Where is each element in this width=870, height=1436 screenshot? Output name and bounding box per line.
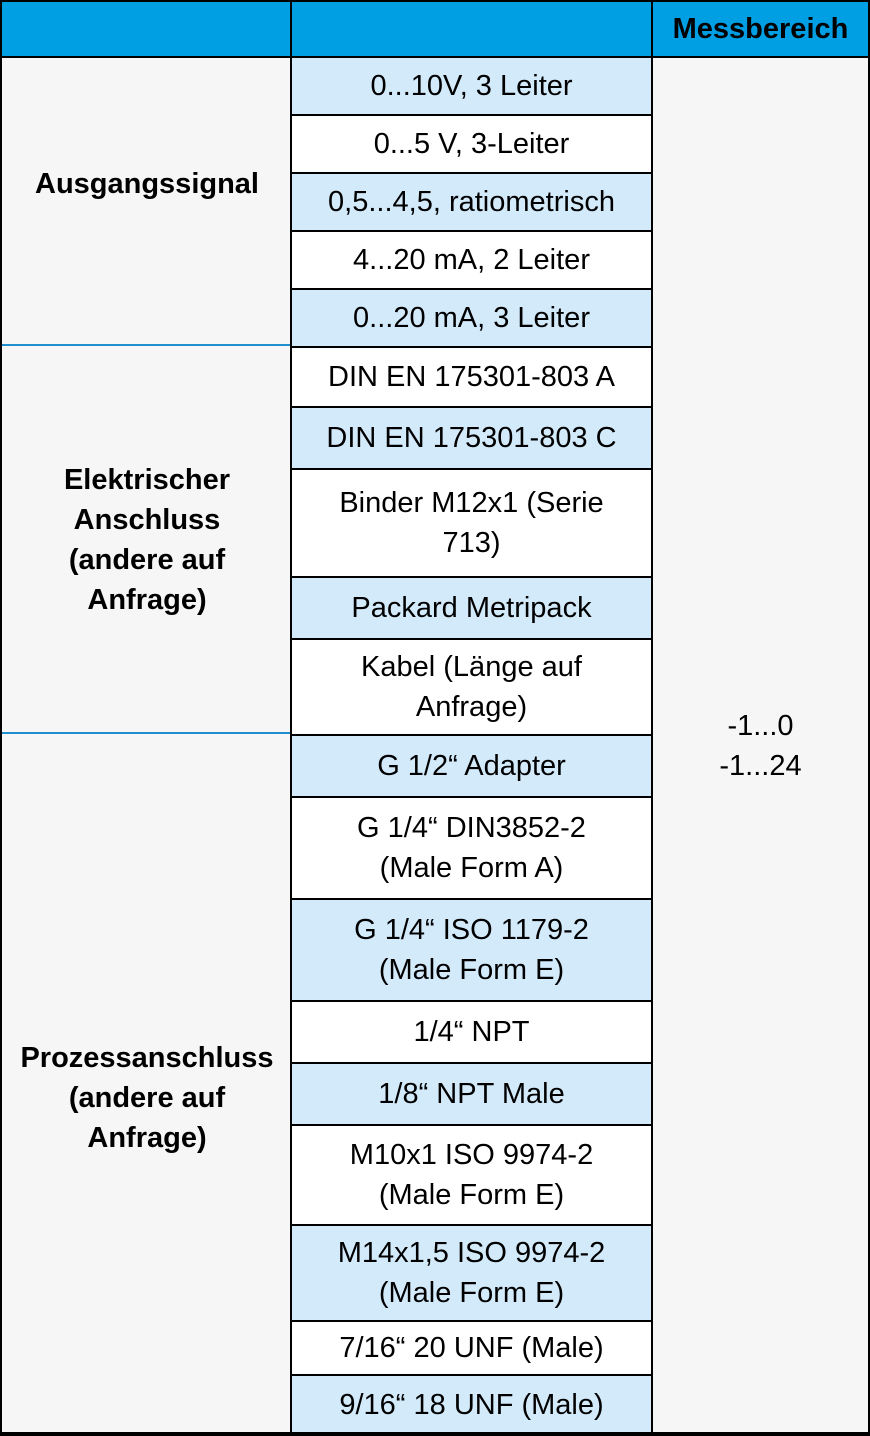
option-cell: DIN EN 175301-803 A (290, 346, 653, 408)
option-line: M14x1,5 ISO 9974-2 (337, 1237, 606, 1269)
group-label-prozessanschluss: Prozessanschluss (andere auf Anfrage) (2, 1038, 292, 1158)
option-line: Anfrage) (415, 691, 528, 723)
group-label-line: (andere auf (68, 544, 226, 576)
group-label-elektrischer-anschluss: Elektrischer Anschluss (andere auf Anfra… (2, 460, 292, 620)
option-line: (Male Form E) (378, 1277, 565, 1309)
option-cell: Packard Metripack (290, 576, 653, 640)
messbereich-value: -1...0 (727, 710, 794, 742)
option-cell: 0...20 mA, 3 Leiter (290, 288, 653, 348)
group-label-line: Anschluss (73, 504, 221, 536)
option-cell: 4...20 mA, 2 Leiter (290, 230, 653, 290)
option-cell: 0,5...4,5, ratiometrisch (290, 172, 653, 232)
option-cell: 1/4“ NPT (290, 1000, 653, 1064)
option-line: Binder M12x1 (Serie (339, 487, 604, 519)
option-cell: G 1/2“ Adapter (290, 734, 653, 798)
group-divider (2, 344, 294, 346)
messbereich-value: -1...24 (719, 750, 802, 782)
option-line: (Male Form E) (378, 1179, 565, 1211)
header-cell-category (0, 0, 292, 58)
option-cell: 0...10V, 3 Leiter (290, 56, 653, 116)
messbereich-values: -1...0 -1...24 (653, 706, 868, 786)
option-cell: 7/16“ 20 UNF (Male) (290, 1320, 653, 1376)
option-line: 713) (442, 527, 501, 559)
option-line: (Male Form E) (378, 954, 565, 986)
option-cell: Kabel (Länge auf Anfrage) (290, 638, 653, 736)
option-line: G 1/4“ ISO 1179-2 (354, 914, 589, 946)
group-column: Ausgangssignal Elektrischer Anschluss (a… (0, 58, 294, 1436)
group-label-ausgangssignal: Ausgangssignal (35, 168, 259, 200)
option-line: M10x1 ISO 9974-2 (349, 1139, 594, 1171)
option-cell: G 1/4“ DIN3852-2 (Male Form A) (290, 796, 653, 900)
header-cell-messbereich: Messbereich (651, 0, 870, 58)
messbereich-column: -1...0 -1...24 (651, 56, 870, 1436)
group-label-line: (andere auf (68, 1082, 226, 1114)
option-line: Kabel (Länge auf (361, 651, 582, 683)
group-label-line: Anfrage) (87, 1122, 207, 1154)
option-cell: G 1/4“ ISO 1179-2 (Male Form E) (290, 898, 653, 1002)
option-cell: 0...5 V, 3-Leiter (290, 114, 653, 174)
option-cell: 1/8“ NPT Male (290, 1062, 653, 1126)
option-cell: 9/16“ 18 UNF (Male) (290, 1374, 653, 1436)
group-label-line: Anfrage) (87, 584, 207, 616)
option-cell: M10x1 ISO 9974-2 (Male Form E) (290, 1124, 653, 1226)
option-line: (Male Form A) (379, 852, 564, 884)
option-cell: Binder M12x1 (Serie 713) (290, 468, 653, 578)
option-cell: M14x1,5 ISO 9974-2 (Male Form E) (290, 1224, 653, 1322)
table-bottom-border (0, 1432, 870, 1436)
header-cell-option (290, 0, 653, 58)
option-line: G 1/4“ DIN3852-2 (357, 812, 586, 844)
group-label-line: Elektrischer (63, 464, 231, 496)
group-label-line: Prozessanschluss (20, 1042, 274, 1074)
option-cell: DIN EN 175301-803 C (290, 406, 653, 470)
group-divider (2, 732, 294, 734)
